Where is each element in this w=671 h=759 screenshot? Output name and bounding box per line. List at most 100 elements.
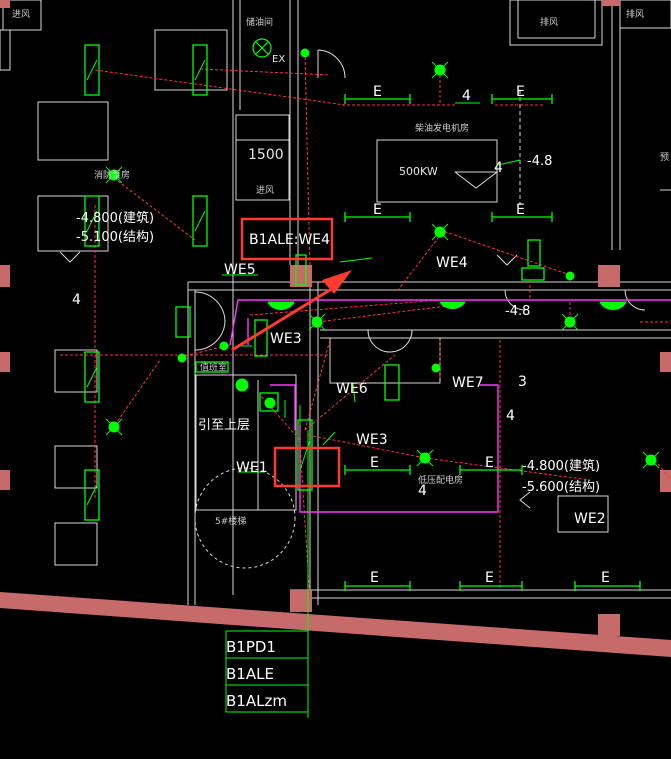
wire-count: 3 [518, 374, 527, 390]
room-labels: 进风 储油间 排风 排风 柴油发电机房 进风 消防泵房 值班室 低压配电房 5#… [12, 8, 669, 527]
ceiling-light [105, 418, 123, 436]
circuit-we6: WE6 [336, 381, 368, 397]
wall-light [264, 397, 276, 409]
wall-light [177, 353, 187, 363]
room-label: 消防泵房 [94, 169, 130, 181]
e-fixture [459, 581, 523, 591]
exit-sign-box [384, 364, 400, 401]
wire-count: 4 [494, 160, 503, 176]
panel-list: B1PD1 B1ALE B1ALzm [226, 638, 287, 710]
tube-light [297, 419, 313, 491]
wall-light [300, 48, 310, 58]
e-label: E [516, 84, 525, 100]
e-label: E [373, 84, 382, 100]
e-fixture [459, 465, 523, 475]
panel-label: B1ALE [226, 665, 274, 683]
e-label: E [370, 570, 379, 586]
circuit-we4: WE4 [436, 255, 468, 271]
wall-light [565, 271, 575, 281]
e-fixture [491, 212, 553, 222]
e-fixture [344, 94, 411, 104]
explosion-proof-light [252, 38, 272, 58]
circuit-ids: WE5 WE3 WE4 WE6 WE7 WE3 WE1 WE2 [224, 255, 606, 527]
room-label: 排风 [540, 16, 558, 28]
cable-tray [229, 299, 671, 513]
wire-count: 4 [506, 408, 515, 424]
exit-sign-box [527, 239, 541, 267]
circuit-we5: WE5 [224, 262, 256, 278]
lead-up-label: 引至上层 [198, 418, 250, 433]
round-lights [105, 48, 660, 469]
exit-sign-box [521, 267, 545, 281]
columns [0, 0, 671, 657]
tube-marks [86, 59, 311, 506]
callout-box [240, 217, 334, 261]
ceiling-light [308, 313, 326, 331]
ceiling-light [105, 166, 123, 184]
e-fixture [344, 212, 411, 222]
elevation-mark: -4.8 [527, 154, 552, 169]
room-label: 值班室 [200, 361, 227, 373]
circuit-we7: WE7 [452, 375, 484, 391]
ceiling-light [642, 451, 660, 469]
e-fixture [344, 581, 411, 591]
tube-light [84, 351, 100, 403]
generator-power: 500KW [399, 165, 438, 178]
wire-count: 4 [418, 483, 427, 499]
ceiling-light [431, 61, 449, 79]
e-label: E [601, 570, 610, 586]
room-label: 柴油发电机房 [415, 122, 469, 134]
elevation-arch: -4.800(建筑) [76, 210, 154, 226]
panel-label: B1PD1 [226, 638, 276, 656]
tube-light [192, 44, 208, 96]
wall-light [431, 363, 441, 373]
room-label: 低压配电房 [418, 474, 463, 486]
walls [0, 0, 671, 605]
half-light [267, 301, 295, 310]
emergency-lights [344, 94, 641, 591]
exit-sign-box [295, 254, 307, 286]
elevation-mark: -4.8 [505, 304, 530, 319]
e-label: E [485, 570, 494, 586]
arrow-head [322, 270, 352, 294]
room-label: 排风 [626, 8, 644, 20]
e-label: E [373, 202, 382, 218]
room-label: 5#楼梯 [215, 515, 246, 527]
ceiling-light [561, 313, 579, 331]
circuit-we3: WE3 [270, 331, 302, 347]
drawing-labels: EX 500KW 1500 -4.800(建筑) -5.100(结构) -4.8… [72, 54, 610, 586]
e-fixture [344, 465, 411, 475]
circuit-we1: WE1 [236, 460, 268, 476]
room-label: 进风 [256, 185, 274, 196]
sign-box [195, 361, 229, 373]
exit-sign-box [259, 392, 279, 412]
ex-label: EX [272, 54, 285, 65]
callout-label: B1ALE:WE4 [249, 232, 330, 248]
wall-light [235, 378, 249, 392]
wall-light [219, 341, 229, 351]
e-fixture [491, 94, 553, 104]
room-label: 预 [660, 152, 669, 163]
e-label: E [485, 455, 494, 471]
elevation-arch: -4.800(建筑) [522, 458, 600, 474]
elevation-struct: -5.600(结构) [522, 480, 600, 495]
elevation-struct: -5.100(结构) [76, 230, 154, 245]
dimension-label: 1500 [248, 147, 284, 163]
tube-light [84, 44, 100, 96]
exit-sign-box [254, 319, 268, 357]
room-label: 储油间 [246, 16, 273, 28]
arrow-shaft [231, 283, 339, 352]
tube-light [84, 195, 100, 247]
e-label: E [516, 202, 525, 218]
room-label: 进风 [12, 9, 30, 20]
e-label: E [370, 455, 379, 471]
highlight-box [273, 446, 341, 488]
fluorescent-fixtures [84, 44, 545, 521]
e-fixture [574, 581, 641, 591]
green-wiring [222, 102, 521, 718]
tube-light [175, 306, 191, 338]
circuit-we3: WE3 [356, 432, 388, 448]
tube-light [84, 469, 100, 521]
ceiling-light [431, 223, 449, 241]
